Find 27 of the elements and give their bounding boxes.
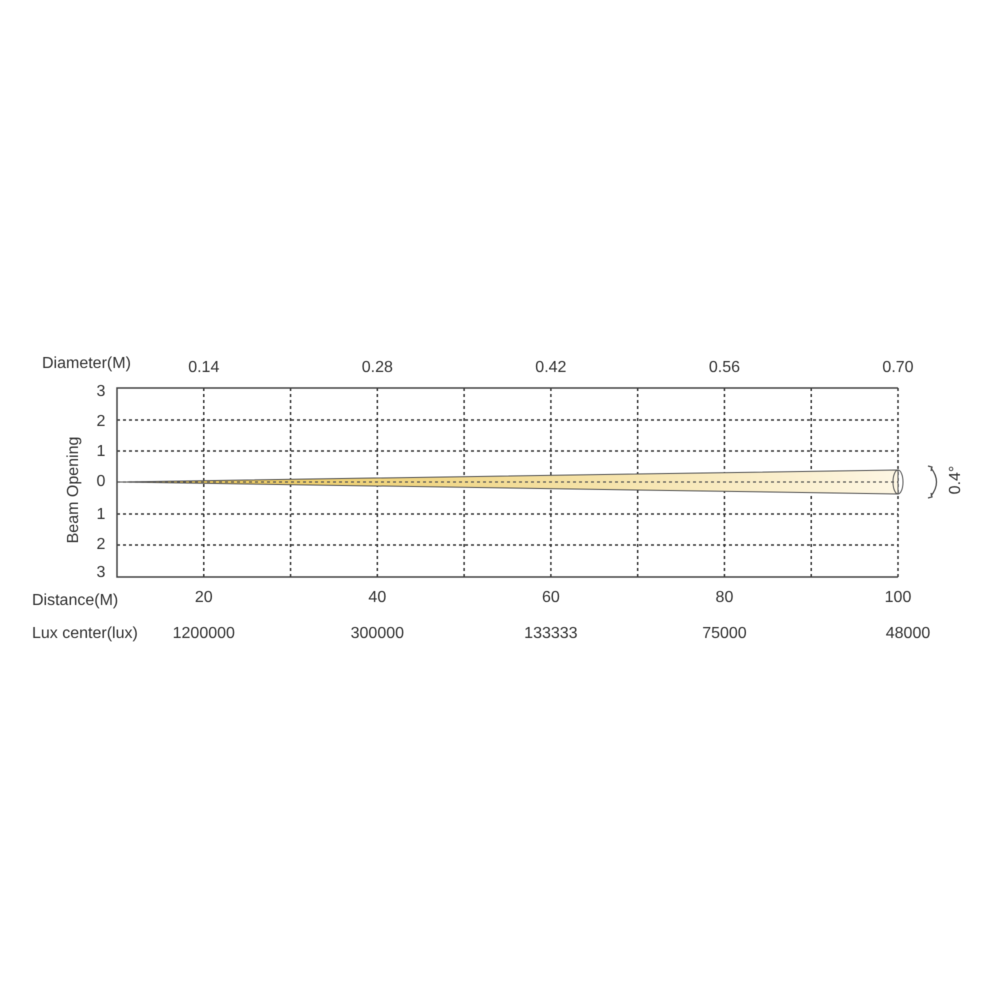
value-label: 133333	[524, 626, 578, 642]
axis-title: Distance(M)	[32, 593, 118, 609]
tick-label: 80	[716, 590, 734, 606]
axis-title: Beam Opening	[66, 436, 82, 544]
value-label: 48000	[886, 626, 930, 642]
tick-label: 1	[96, 507, 106, 523]
value-label: 1200000	[172, 626, 235, 642]
angle-label: 0.4°	[948, 466, 964, 494]
tick-label: 3	[96, 565, 106, 581]
tick-label: 0.56	[708, 360, 740, 376]
tick-label: 0.14	[188, 360, 220, 376]
tick-label: 20	[194, 590, 213, 606]
tick-label: 0	[96, 474, 106, 490]
value-label: 75000	[702, 626, 747, 642]
axis-title: Diameter(M)	[42, 356, 131, 372]
tick-label: 3	[96, 384, 106, 400]
tick-label: 60	[542, 590, 560, 606]
value-label: 300000	[350, 626, 404, 642]
tick-label: 2	[96, 537, 106, 553]
tick-label: 2	[96, 414, 106, 430]
tick-label: 0.28	[362, 360, 393, 376]
tick-label: 0.42	[535, 360, 566, 376]
tick-label: 1	[96, 444, 106, 460]
row-title: Lux center(lux)	[32, 626, 138, 642]
tick-label: 40	[368, 590, 386, 606]
tick-label: 100	[884, 590, 912, 606]
tick-label: 0.70	[882, 360, 914, 376]
